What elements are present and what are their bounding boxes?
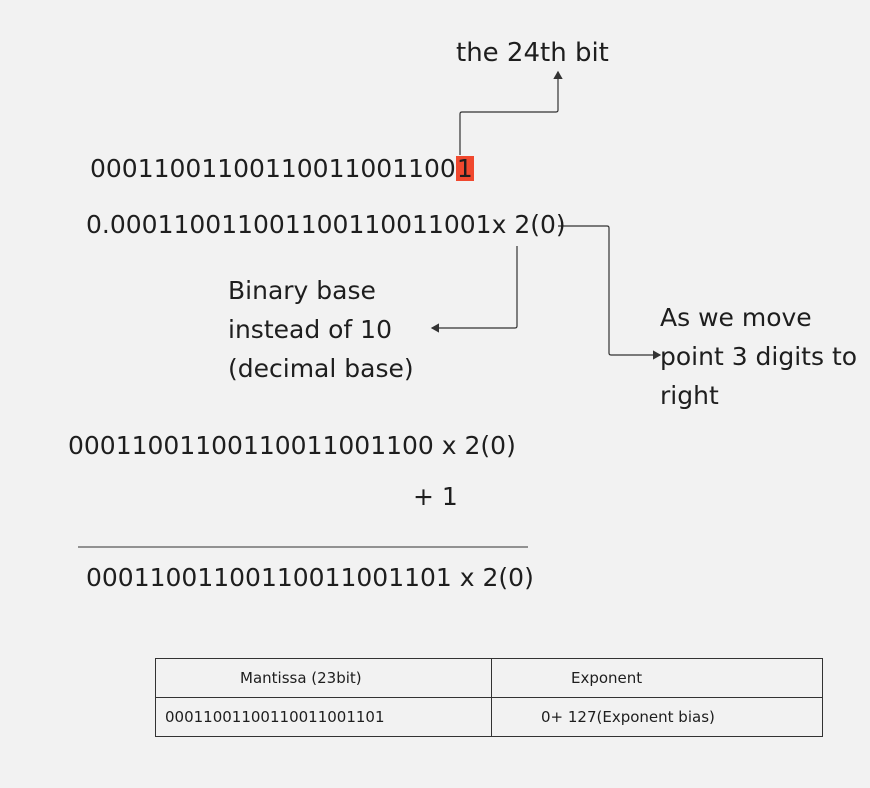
label-move-point: As we move point 3 digits to right <box>660 303 858 410</box>
arrow-to-24th-bit <box>459 70 563 155</box>
cell-mantissa-value: 00011001100110011001101 <box>155 697 492 737</box>
result-expression: 00011001100110011001101 x 2(0) <box>86 563 534 592</box>
shifted-expression: 00011001100110011001100 x 2(0) <box>68 431 516 460</box>
normalized-expression: 0.000110011001100110011001x 2(0) <box>86 210 566 239</box>
table-header-row: Mantissa (23bit) Exponent <box>155 658 823 698</box>
label-binary-base: Binary base instead of 10 (decimal base) <box>228 276 414 383</box>
header-mantissa: Mantissa (23bit) <box>155 658 492 698</box>
arrow-to-move-point <box>558 225 662 360</box>
plus-one: + 1 <box>413 482 458 511</box>
cell-exponent-value: 0+ 127(Exponent bias) <box>491 697 823 737</box>
ieee-table: Mantissa (23bit) Exponent 00011001100110… <box>155 658 823 737</box>
bits-main-row: 000110011001100110011001 <box>90 156 474 181</box>
highlighted-24th-bit: 1 <box>455 154 474 183</box>
header-exponent: Exponent <box>491 658 823 698</box>
arrow-to-binary-base <box>430 246 518 333</box>
label-24th-bit: the 24th bit <box>456 38 609 68</box>
bits-main: 00011001100110011001100 <box>90 154 456 183</box>
table-row: 00011001100110011001101 0+ 127(Exponent … <box>155 697 823 737</box>
